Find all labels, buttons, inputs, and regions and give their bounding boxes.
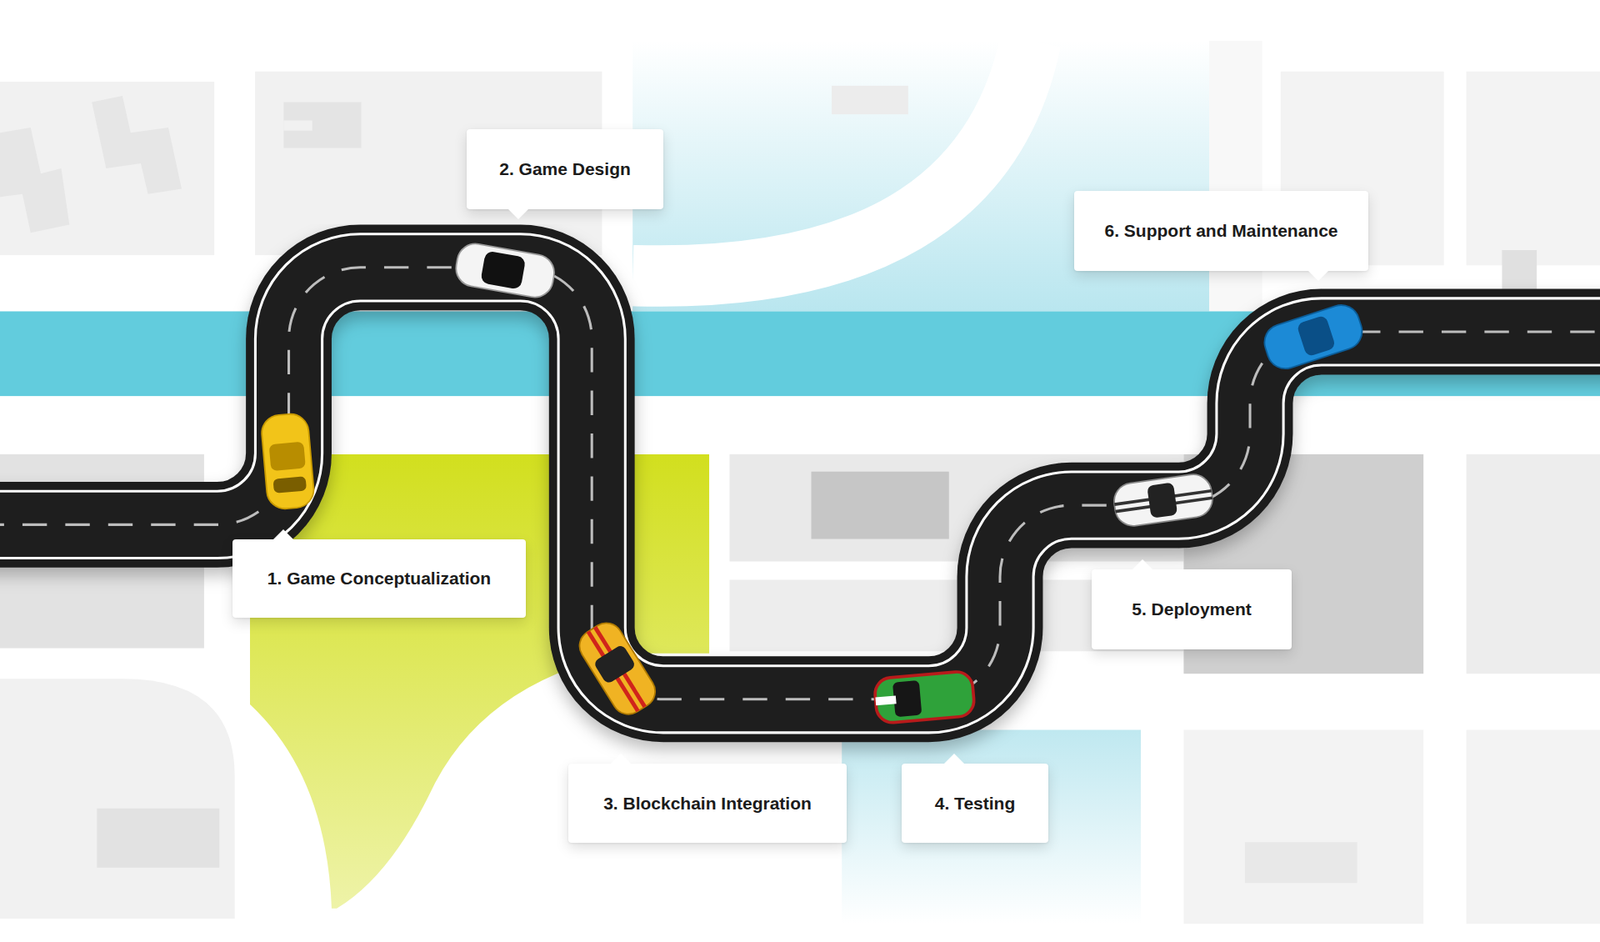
callout-pointer <box>508 209 529 220</box>
callout-box: 3. Blockchain Integration <box>568 763 847 843</box>
building <box>1245 841 1358 883</box>
lane-marking <box>0 267 1600 700</box>
building <box>810 471 949 540</box>
water-area <box>841 730 1141 925</box>
car-green <box>873 670 975 724</box>
callout-label: 3. Blockchain Integration <box>603 793 812 814</box>
callout-pointer <box>1308 270 1329 281</box>
callout-pointer <box>610 753 631 764</box>
road-edge-line <box>0 267 1600 700</box>
building <box>91 95 182 195</box>
callout-label: 2. Game Design <box>499 159 631 180</box>
building <box>283 101 361 148</box>
building <box>283 120 312 130</box>
city-block <box>0 81 215 255</box>
callout-label: 4. Testing <box>935 793 1015 814</box>
city-block <box>0 678 235 919</box>
callout-label: 6. Support and Maintenance <box>1104 220 1338 241</box>
callout-box: 1. Game Conceptualization <box>232 539 526 618</box>
building <box>96 808 220 868</box>
white-street <box>632 40 1031 276</box>
road <box>0 267 1600 700</box>
building <box>0 127 70 233</box>
city-block <box>1183 730 1424 925</box>
building <box>831 85 909 115</box>
city-block <box>1466 730 1600 925</box>
callout-label: 1. Game Conceptualization <box>267 568 491 589</box>
city-block <box>1466 454 1600 674</box>
callout-label: 5. Deployment <box>1131 599 1252 620</box>
callout-pointer <box>944 753 965 764</box>
car-blue <box>1260 300 1367 374</box>
map <box>0 40 1600 924</box>
car-white <box>453 240 558 300</box>
car-striped <box>573 616 661 720</box>
road-surface <box>0 267 1600 700</box>
callout-box: 5. Deployment <box>1091 569 1292 650</box>
road-surface <box>0 267 1600 700</box>
callout-box: 6. Support and Maintenance <box>1074 190 1369 271</box>
callout-box: 2. Game Design <box>466 129 664 210</box>
building <box>1501 250 1537 291</box>
car-white-striped <box>1111 471 1215 528</box>
callout-pointer <box>273 529 294 540</box>
callout-pointer <box>1132 559 1153 570</box>
city-block <box>1466 71 1600 266</box>
callout-box: 4. Testing <box>901 763 1049 843</box>
car-yellow <box>260 412 315 510</box>
